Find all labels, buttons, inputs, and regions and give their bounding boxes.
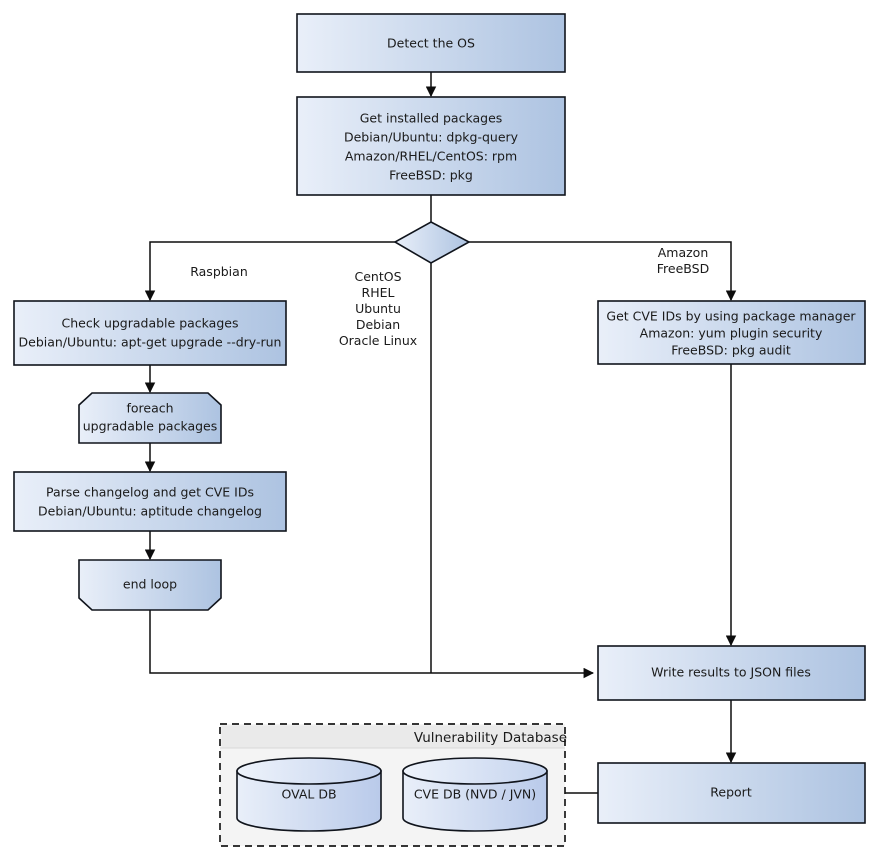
node-get-cve-ids-pkgmgr[interactable]: Get CVE IDs by using package manager Ama… xyxy=(597,300,866,365)
edge-label-center-os-list: CentOS RHEL Ubuntu Debian Oracle Linux xyxy=(339,269,417,348)
node-check-upgradable-line-2: Debian/Ubuntu: apt-get upgrade --dry-run xyxy=(19,335,282,350)
edge-label-center-os-5: Oracle Linux xyxy=(339,333,417,348)
node-parse-changelog-line-2: Debian/Ubuntu: aptitude changelog xyxy=(38,504,262,519)
node-foreach-loop[interactable]: foreach upgradable packages xyxy=(78,392,222,444)
node-get-installed-packages-line-4: FreeBSD: pkg xyxy=(389,168,473,183)
edge-label-right-os-2: FreeBSD xyxy=(657,261,709,276)
node-get-cve-ids-line-3: FreeBSD: pkg audit xyxy=(671,343,791,358)
node-get-installed-packages-line-1: Get installed packages xyxy=(360,111,503,126)
node-parse-changelog-line-1: Parse changelog and get CVE IDs xyxy=(46,485,254,500)
node-cve-db-label: CVE DB (NVD / JVN) xyxy=(414,787,536,802)
group-vulnerability-database-title: Vulnerability Database xyxy=(414,730,567,746)
node-get-installed-packages[interactable]: Get installed packages Debian/Ubuntu: dp… xyxy=(296,96,566,196)
node-oval-db-label: OVAL DB xyxy=(281,787,336,802)
edge-label-right-os-1: Amazon xyxy=(658,245,709,260)
node-oval-db[interactable]: OVAL DB xyxy=(236,757,382,832)
edge-decision-to-check-upgradable xyxy=(144,241,395,302)
node-get-installed-packages-line-3: Amazon/RHEL/CentOS: rpm xyxy=(345,149,517,164)
node-foreach-loop-line-2: upgradable packages xyxy=(83,419,218,434)
node-end-loop[interactable]: end loop xyxy=(78,559,222,611)
node-detect-os-label: Detect the OS xyxy=(387,36,475,51)
edge-label-raspbian: Raspbian xyxy=(190,264,248,279)
node-cve-db[interactable]: CVE DB (NVD / JVN) xyxy=(402,757,548,832)
edge-endloop-to-write xyxy=(149,610,595,679)
group-vulnerability-database: Vulnerability Database OVAL DB CVE DB (N… xyxy=(219,723,567,847)
node-end-loop-label: end loop xyxy=(123,577,177,592)
edge-label-right-os-list: Amazon FreeBSD xyxy=(657,245,709,276)
node-check-upgradable[interactable]: Check upgradable packages Debian/Ubuntu:… xyxy=(13,300,287,366)
node-report[interactable]: Report xyxy=(597,762,866,824)
edge-label-center-os-2: RHEL xyxy=(362,285,395,300)
edge-label-center-os-4: Debian xyxy=(356,317,400,332)
edge-label-center-os-3: Ubuntu xyxy=(355,301,401,316)
node-get-cve-ids-line-2: Amazon: yum plugin security xyxy=(640,326,823,341)
node-foreach-loop-line-1: foreach xyxy=(126,401,173,416)
node-check-upgradable-line-1: Check upgradable packages xyxy=(62,316,239,331)
node-write-results-label: Write results to JSON files xyxy=(651,665,811,680)
node-detect-os[interactable]: Detect the OS xyxy=(296,13,566,73)
edge-decision-to-get-cve-ids xyxy=(469,241,737,302)
node-os-decision[interactable] xyxy=(393,221,471,264)
node-write-results[interactable]: Write results to JSON files xyxy=(597,645,866,701)
node-parse-changelog[interactable]: Parse changelog and get CVE IDs Debian/U… xyxy=(13,471,287,532)
node-report-label: Report xyxy=(710,785,752,800)
edge-label-center-os-1: CentOS xyxy=(354,269,401,284)
node-get-installed-packages-line-2: Debian/Ubuntu: dpkg-query xyxy=(344,130,519,145)
node-get-cve-ids-line-1: Get CVE IDs by using package manager xyxy=(606,309,856,324)
